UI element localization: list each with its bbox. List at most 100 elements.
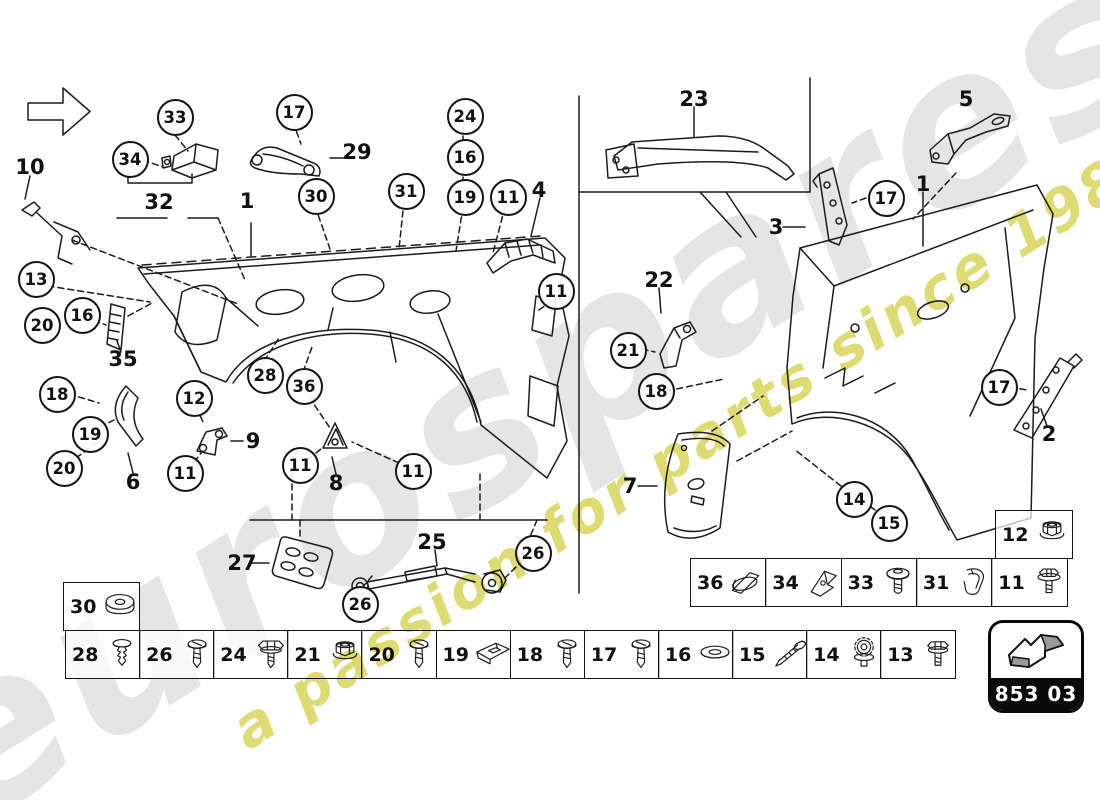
hardware-cell-12[interactable]: 12: [995, 510, 1073, 559]
callout-circle-26-23: 26: [514, 534, 552, 572]
hardware-cell-number: 21: [294, 643, 321, 666]
callout-circle-16-16: 16: [446, 138, 484, 176]
sheet-clip-icon: [801, 565, 845, 601]
callout-label-29-3: 29: [342, 140, 372, 164]
callout-circle-28-20: 28: [246, 356, 284, 394]
hardware-cell-24[interactable]: 24: [213, 630, 290, 679]
hardware-cell-number: 11: [998, 571, 1025, 594]
hardware-cell-number: 12: [1002, 523, 1029, 546]
hardware-cell-31[interactable]: 31: [915, 558, 993, 607]
part-sketch-22: [659, 321, 697, 369]
part-sketch-27: [271, 536, 334, 590]
pan-screw-icon: [397, 637, 441, 673]
part-code-text: 853 03: [991, 678, 1081, 710]
callout-circle-11-18: 11: [489, 178, 527, 216]
callout-circle-15-28: 15: [870, 504, 908, 542]
hardware-cell-34[interactable]: 34: [765, 558, 845, 607]
callout-label-2-17: 2: [1041, 422, 1057, 446]
part-sketch-10: [21, 201, 91, 265]
frame-lines: [578, 77, 811, 594]
hardware-cell-36[interactable]: 36: [690, 558, 767, 607]
part-sketch-8: [322, 422, 348, 449]
callout-circle-30-13: 30: [297, 177, 335, 215]
callout-label-9-7: 9: [245, 429, 261, 453]
hex-washer-bolt-icon: [1027, 565, 1071, 601]
callout-label-10-0: 10: [15, 155, 45, 179]
hardware-cell-33[interactable]: 33: [840, 558, 920, 607]
callout-circle-17-12: 17: [275, 93, 313, 131]
hardware-cell-16[interactable]: 16: [657, 630, 737, 679]
callout-circle-13-0: 13: [17, 260, 55, 298]
callout-circle-11-19: 11: [537, 272, 575, 310]
callout-circle-18-3: 18: [38, 375, 76, 413]
hardware-cell-number: 13: [887, 643, 914, 666]
hardware-cell-number: 34: [772, 571, 799, 594]
hardware-cell-17[interactable]: 17: [583, 630, 663, 679]
hardware-cell-18[interactable]: 18: [509, 630, 589, 679]
part-sketch-wing-inner: [137, 235, 570, 479]
section-arrow-icon: [991, 623, 1081, 678]
hex-flange-bolt-icon: [916, 637, 960, 673]
hardware-cell-number: 30: [70, 595, 97, 618]
view-direction-arrow-icon: [27, 87, 91, 136]
part-sketch-32-33-34: [161, 143, 219, 179]
callout-circle-11-9: 11: [394, 452, 432, 490]
callout-circle-16-1: 16: [63, 296, 101, 334]
callout-label-7-16: 7: [622, 474, 638, 498]
flange-nut-icon: [323, 637, 367, 673]
hardware-cell-20[interactable]: 20: [361, 630, 438, 679]
callout-circle-33-10: 33: [156, 98, 194, 136]
callout-circle-36-21: 36: [285, 367, 323, 405]
callout-label-35-2: 35: [108, 347, 138, 371]
hardware-cell-21[interactable]: 21: [287, 630, 364, 679]
callout-label-3-13: 3: [768, 215, 784, 239]
hardware-cell-15[interactable]: 15: [731, 630, 808, 679]
callout-circle-34-11: 34: [111, 140, 149, 178]
hardware-cell-number: 33: [847, 571, 875, 594]
callout-label-23-11: 23: [679, 87, 709, 111]
hardware-cell-11[interactable]: 11: [991, 558, 1071, 607]
hardware-cell-number: 20: [368, 643, 395, 666]
cage-clip-icon: [471, 637, 515, 673]
callout-circle-17-24: 17: [867, 179, 905, 217]
callout-label-8-8: 8: [328, 471, 344, 495]
callout-circle-12-6: 12: [175, 379, 213, 417]
callout-label-5-12: 5: [958, 87, 974, 111]
plastic-nut-icon: [842, 636, 886, 673]
callout-label-1-14: 1: [915, 172, 931, 196]
hardware-table-upper_right_stacked: 12: [995, 510, 1073, 559]
spring-clip-icon: [725, 565, 769, 601]
flat-washer-icon: [693, 637, 737, 673]
callout-circle-20-2: 20: [23, 306, 61, 344]
callout-label-32-1: 32: [144, 190, 174, 214]
pan-screw-icon: [545, 637, 589, 673]
hardware-cell-number: 19: [442, 643, 469, 666]
hardware-cell-19[interactable]: 19: [435, 630, 515, 679]
part-sketch-23: [605, 135, 795, 181]
dome-screw-icon: [876, 565, 920, 601]
hardware-cell-28[interactable]: 28: [65, 630, 141, 679]
hardware-cell-number: 15: [738, 643, 766, 666]
hardware-cell-13[interactable]: 13: [880, 630, 956, 679]
callout-circle-11-7: 11: [166, 454, 204, 492]
hardware-cell-number: 24: [220, 643, 247, 666]
part-code-badge[interactable]: 853 03: [988, 620, 1084, 713]
hardware-cell-number: 26: [146, 643, 173, 666]
hardware-cell-number: 18: [516, 643, 544, 666]
callout-label-25-10: 25: [417, 530, 447, 554]
hardware-cell-number: 31: [922, 571, 950, 594]
pan-screw-icon: [619, 637, 663, 673]
hardware-cell-30[interactable]: 30: [63, 582, 140, 631]
hardware-cell-14[interactable]: 14: [806, 630, 882, 679]
callout-circle-21-25: 21: [609, 331, 647, 369]
hardware-table-left_single: 30: [63, 582, 140, 631]
hardware-cell-26[interactable]: 26: [139, 630, 215, 679]
hex-screw-icon: [249, 637, 293, 673]
leader-lines-solid: [24, 106, 1048, 567]
part-sketch-7: [663, 431, 731, 539]
part-sketch-35: [106, 303, 126, 351]
part-sketch-6: [114, 385, 144, 447]
